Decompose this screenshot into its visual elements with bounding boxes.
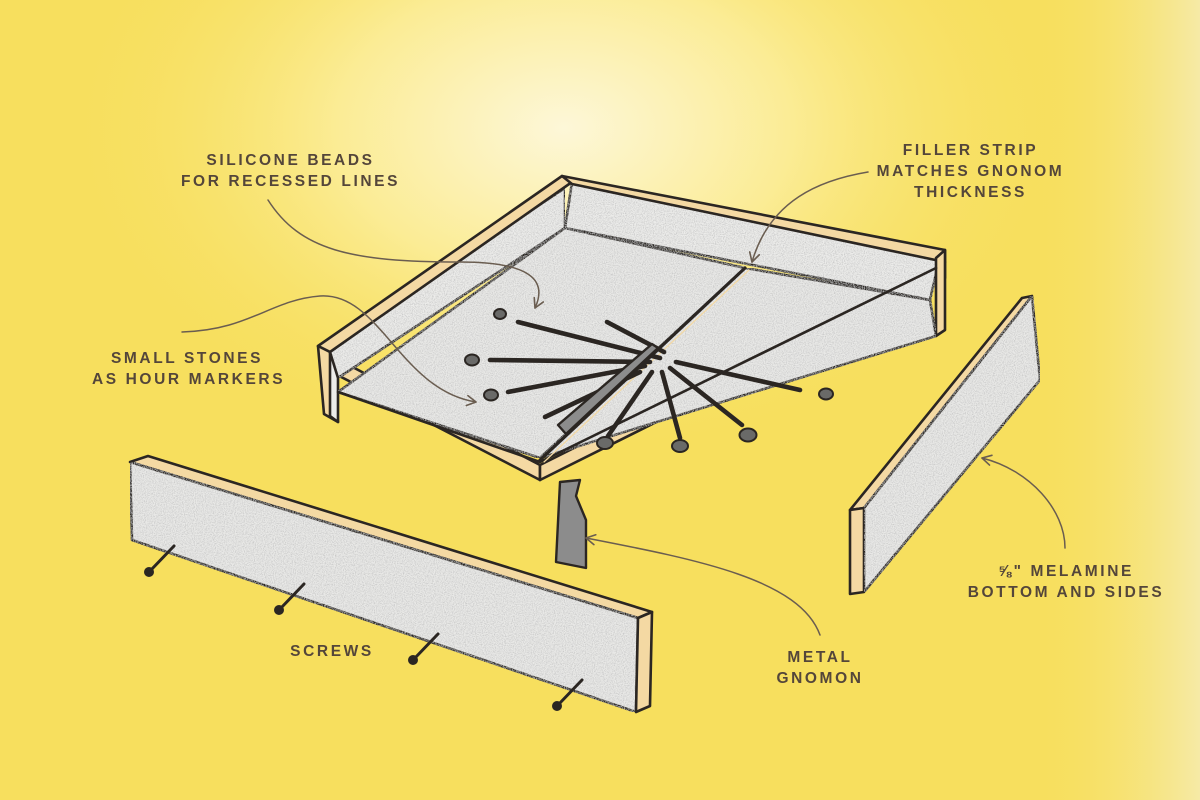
screw-head [408,655,418,665]
screw-shank [148,544,176,573]
gnomon [554,342,660,570]
label-filler-strip: FILLER STRIP MATCHES GNONOM THICKNESS [868,140,1073,203]
label-screws: SCREWS [284,641,380,662]
front-panel-end-edge [634,610,654,714]
right-panel-face [862,294,1042,594]
stone [596,436,614,450]
screw-shank [412,632,440,661]
leader-metal-gnomon [585,533,821,636]
label-line: METAL [787,649,853,666]
stone [818,387,834,401]
hour-line [667,365,745,428]
stone [493,308,507,320]
label-line: THICKNESS [914,184,1027,201]
hour-line [487,357,653,365]
label-line: AS HOUR MARKERS [92,371,286,388]
right-end-cap [934,248,947,338]
leader-silicone-beads [267,199,545,309]
stone [671,439,689,453]
hour-markers [464,308,834,453]
label-line: SMALL STONES [110,350,264,367]
label-silicone-beads: SILICONE BEADS FOR RECESSED LINES [178,150,403,192]
screw-head [274,605,284,615]
label-line: GNOMON [776,670,864,687]
left-wall-inner [328,350,340,424]
leader-lines [181,171,1066,636]
label-line: SILICONE BEADS [206,152,375,169]
screw-head [144,567,154,577]
hour-line [659,369,683,441]
label-melamine: ⅝" MELAMINE BOTTOM AND SIDES [960,561,1172,603]
front-wall-panel [128,454,654,714]
leader-small-stones [181,295,477,407]
label-metal-gnomon: METAL GNOMON [770,647,870,689]
label-line: FOR RECESSED LINES [180,173,401,190]
stone [464,353,480,367]
hour-line [673,359,803,393]
label-line: BOTTOM AND SIDES [967,584,1165,601]
screw-shank [278,582,306,611]
gnomon-blade-lower [554,478,588,570]
label-line: MATCHES GNONOM [876,163,1065,180]
screw-shank [556,678,584,707]
right-wall-panel [848,294,1042,596]
hour-line [605,369,655,439]
stone [483,388,499,402]
label-line: ⅝" MELAMINE [998,563,1134,580]
screws [144,544,584,711]
leader-melamine [981,454,1066,549]
stone [738,427,758,443]
floor-outline [336,266,938,464]
gnomon-blade-top [556,342,660,436]
hour-line [515,319,663,361]
label-small-stones: SMALL STONES AS HOUR MARKERS [92,348,286,390]
screw-head [552,701,562,711]
label-line: FILLER STRIP [902,142,1039,159]
leader-filler-strip [748,171,869,263]
label-line: SCREWS [290,643,374,660]
right-panel-bottom-edge [848,506,866,596]
